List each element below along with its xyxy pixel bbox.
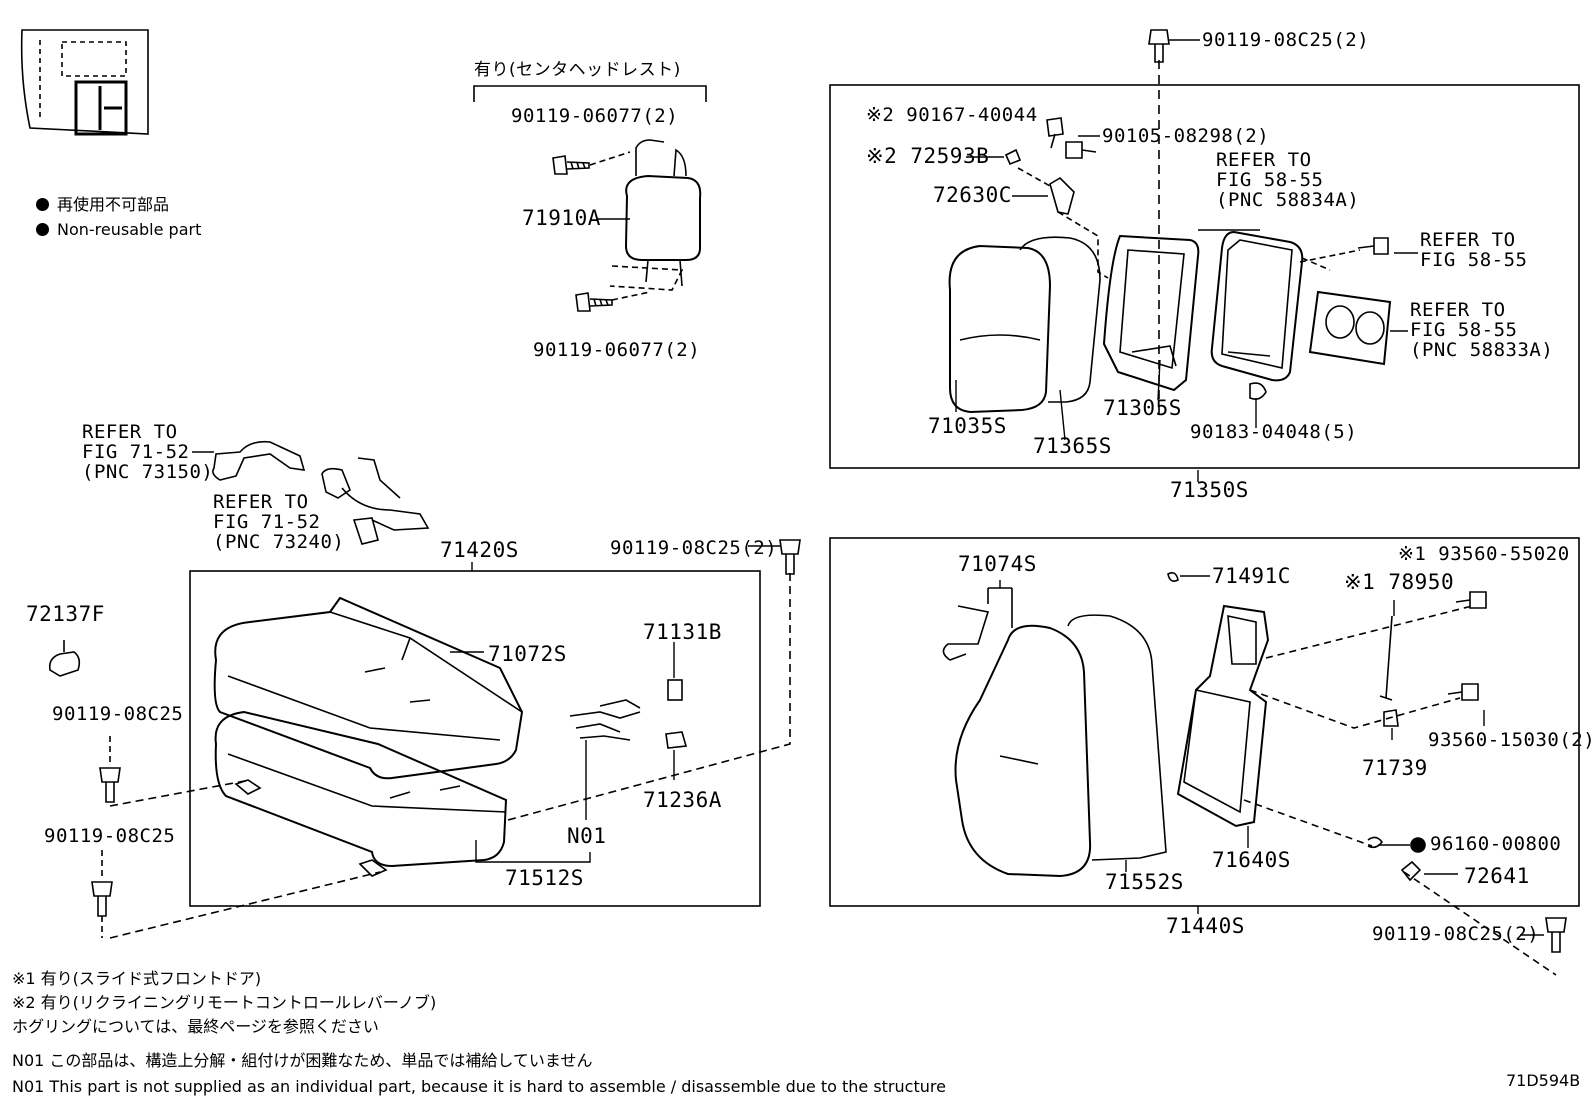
- leaders-middle: [192, 451, 780, 863]
- refer-58834a[interactable]: REFER TO FIG 58-55 (PNC 58834A): [1216, 149, 1360, 211]
- part-90119-08c25-botright[interactable]: 90119-08C25(2): [1372, 923, 1540, 945]
- part-90119-08c25-a[interactable]: 90119-08C25: [52, 703, 184, 725]
- front-seatback: [942, 572, 1557, 976]
- part-93560-55020[interactable]: ※1 93560-55020: [1398, 543, 1570, 565]
- part-71739[interactable]: 71739: [1362, 756, 1428, 780]
- note-1: ※1 有り(スライド式フロントドア): [12, 969, 262, 988]
- part-90119-08c25-mid[interactable]: 90119-08C25(2): [610, 537, 778, 559]
- part-72593b[interactable]: ※2 72593B: [866, 144, 990, 168]
- refer-73240[interactable]: REFER TO FIG 71-52 (PNC 73240): [213, 491, 345, 553]
- seat-belts: [212, 440, 430, 545]
- legend-jp: 再使用不可部品: [36, 196, 169, 214]
- part-93560-15030[interactable]: 93560-15030(2): [1428, 729, 1592, 751]
- refer-58833a[interactable]: REFER TO FIG 58-55 (PNC 58833A): [1410, 299, 1554, 361]
- leaders-bottom-right: [988, 575, 1544, 936]
- part-78950[interactable]: ※1 78950: [1344, 570, 1455, 594]
- bolt-mid: [779, 539, 801, 575]
- center-headrest-group: [473, 85, 707, 312]
- part-72137f[interactable]: 72137F: [26, 602, 105, 626]
- box-71420s: [189, 570, 761, 907]
- non-reusable-dot-icon: [36, 223, 49, 236]
- part-71491c[interactable]: 71491C: [1212, 564, 1291, 588]
- note-3: ホグリングについては、最終ページを参照ください: [12, 1017, 379, 1036]
- bolt-br-a: [1455, 591, 1487, 609]
- bolt-left-a: [99, 767, 121, 803]
- part-90183-04048[interactable]: 90183-04048(5): [1190, 421, 1358, 443]
- refer-58-55[interactable]: REFER TO FIG 58-55: [1420, 229, 1528, 271]
- part-71420s[interactable]: 71420S: [440, 538, 519, 562]
- refer-73150[interactable]: REFER TO FIG 71-52 (PNC 73150): [82, 421, 214, 483]
- part-n01[interactable]: N01: [567, 824, 607, 848]
- part-90119-06077-top[interactable]: 90119-06077(2): [511, 105, 679, 127]
- part-71350s[interactable]: 71350S: [1170, 478, 1249, 502]
- part-90119-08c25-b[interactable]: 90119-08C25: [44, 825, 176, 847]
- part-71074s[interactable]: 71074S: [958, 552, 1037, 576]
- bolt-left-b: [91, 881, 113, 917]
- bolt-br-c: [1545, 917, 1567, 953]
- note-5: N01 This part is not supplied as an indi…: [12, 1077, 946, 1096]
- part-71365s[interactable]: 71365S: [1033, 434, 1112, 458]
- clip-72137f: [48, 651, 81, 677]
- part-71236a[interactable]: 71236A: [643, 788, 722, 812]
- legend-en-text: Non-reusable part: [57, 220, 202, 239]
- note-2: ※2 有り(リクライニングリモートコントロールレバーノブ): [12, 993, 437, 1012]
- note-4: N01 この部品は、構造上分解・組付けが困難なため、単品では補給していません: [12, 1051, 593, 1070]
- bolt-br-b: [1447, 683, 1479, 701]
- box-71350s: [829, 84, 1580, 469]
- part-71072s[interactable]: 71072S: [488, 642, 567, 666]
- part-71035s[interactable]: 71035S: [928, 414, 1007, 438]
- bolt-top-right: [1148, 29, 1170, 63]
- part-90105-08298[interactable]: 90105-08298(2): [1102, 125, 1270, 147]
- vehicle-location-icon: [20, 29, 149, 136]
- part-71440s[interactable]: 71440S: [1166, 914, 1245, 938]
- header-center-headrest: 有り(センタヘッドレスト): [474, 60, 681, 80]
- part-71512s[interactable]: 71512S: [505, 866, 584, 890]
- part-96160-00800[interactable]: 96160-00800: [1430, 833, 1562, 855]
- part-71131b[interactable]: 71131B: [643, 620, 722, 644]
- legend-en: Non-reusable part: [36, 221, 201, 239]
- part-90167-40044[interactable]: ※2 90167-40044: [866, 104, 1038, 126]
- part-71552s[interactable]: 71552S: [1105, 870, 1184, 894]
- part-71640s[interactable]: 71640S: [1212, 848, 1291, 872]
- seatback-top-right: [948, 117, 1392, 414]
- rear-seat-bench: [109, 572, 791, 939]
- non-reusable-dot-icon: [36, 198, 49, 211]
- part-90119-08c25-topright[interactable]: 90119-08C25(2): [1202, 29, 1370, 51]
- legend-jp-text: 再使用不可部品: [57, 195, 170, 214]
- box-71440s: [829, 537, 1580, 907]
- non-reusable-mark: [1410, 837, 1426, 853]
- diagram-id: 71D594B: [1506, 1071, 1581, 1090]
- leaders-top-right: [955, 39, 1418, 482]
- part-72641[interactable]: 72641: [1464, 864, 1530, 888]
- part-71305s[interactable]: 71305S: [1103, 396, 1182, 420]
- part-71910a[interactable]: 71910A: [522, 206, 601, 230]
- part-90119-06077-bot[interactable]: 90119-06077(2): [533, 339, 701, 361]
- part-72630c[interactable]: 72630C: [933, 183, 1012, 207]
